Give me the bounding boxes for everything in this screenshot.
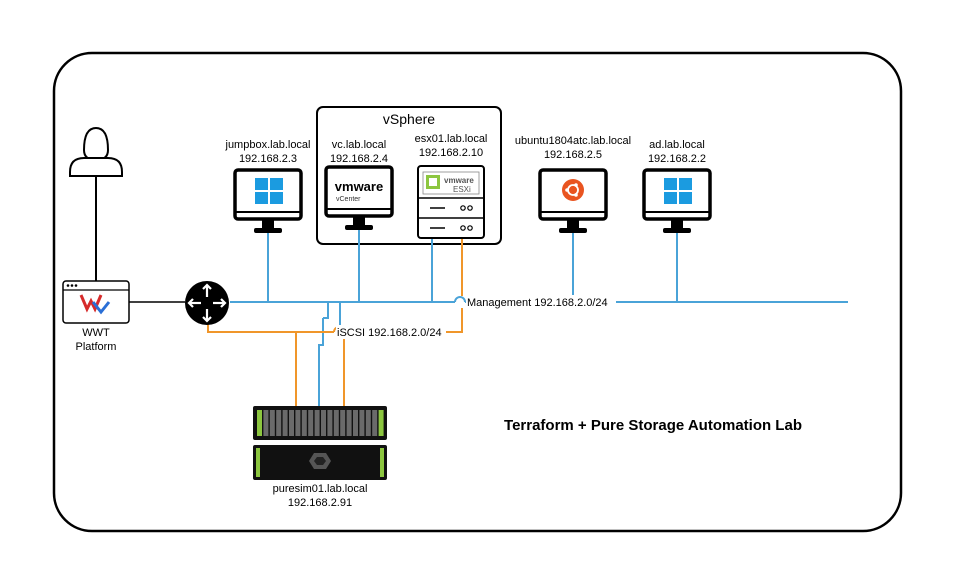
- router-icon: [185, 281, 229, 325]
- drive-bay: [359, 410, 365, 436]
- drive-bay: [340, 410, 346, 436]
- vmware-esxi-icon: vmware ESXi: [422, 171, 480, 195]
- platform-label-line1: WWT: [82, 327, 110, 339]
- pure-name: puresim01.lab.local: [273, 483, 368, 495]
- vsphere-label: vSphere: [383, 111, 435, 127]
- pure-storage-icon: [309, 453, 331, 469]
- ubuntu-monitor: [538, 168, 608, 233]
- jumpbox-ip: 192.168.2.3: [239, 153, 297, 165]
- ubuntu-name: ubuntu1804atc.lab.local: [515, 135, 631, 147]
- drive-bay: [257, 410, 262, 436]
- ad-name: ad.lab.local: [649, 139, 705, 151]
- management-network-lines: [230, 230, 848, 408]
- pure-ip: 192.168.2.91: [288, 497, 352, 509]
- drive-bay: [372, 410, 378, 436]
- drive-bay: [365, 410, 371, 436]
- ad-monitor: [642, 168, 712, 233]
- drive-bay: [289, 410, 294, 436]
- pure-storage-array: [253, 406, 387, 480]
- ubuntu-icon: [562, 179, 584, 201]
- user-icon: [69, 126, 123, 177]
- drive-bay: [295, 410, 301, 436]
- drive-bay: [269, 410, 275, 436]
- esx-server: vmware ESXi: [417, 165, 485, 239]
- platform-label-line2: Platform: [76, 341, 117, 353]
- drive-bay: [327, 410, 333, 436]
- drive-bay: [353, 410, 358, 436]
- drive-bay: [301, 410, 307, 436]
- drive-bay: [346, 410, 352, 436]
- drive-bay: [378, 410, 384, 436]
- svg-text:vmware: vmware: [444, 176, 474, 185]
- esx-ip: 192.168.2.10: [419, 147, 483, 159]
- wwt-platform-icon: [62, 280, 130, 324]
- ubuntu-ip: 192.168.2.5: [544, 149, 602, 161]
- jumpbox-monitor: [233, 168, 303, 233]
- jumpbox-name: jumpbox.lab.local: [225, 139, 311, 151]
- drive-bay: [333, 410, 339, 436]
- drive-bay: [321, 410, 326, 436]
- lab-boundary: [52, 51, 903, 533]
- windows-icon: [664, 178, 692, 204]
- vc-ip: 192.168.2.4: [330, 153, 388, 165]
- drive-bay: [314, 410, 320, 436]
- windows-icon: [255, 178, 283, 204]
- ad-ip: 192.168.2.2: [648, 153, 706, 165]
- esx-name: esx01.lab.local: [415, 133, 488, 145]
- drive-bay: [263, 410, 269, 436]
- vc-name: vc.lab.local: [332, 139, 386, 151]
- svg-text:vmware: vmware: [335, 179, 383, 194]
- diagram-title: Terraform + Pure Storage Automation Lab: [504, 417, 802, 434]
- svg-text:ESXi: ESXi: [453, 185, 471, 194]
- drive-bay: [308, 410, 314, 436]
- drive-bay: [276, 410, 282, 436]
- iscsi-network-label: iSCSI 192.168.2.0/24: [337, 327, 442, 339]
- management-network-label: Management 192.168.2.0/24: [467, 297, 608, 309]
- vmware-vcenter-icon: vmware vCenter: [335, 179, 383, 203]
- vsphere-container: [316, 106, 502, 245]
- vc-monitor: vmware vCenter: [324, 165, 394, 230]
- svg-text:vCenter: vCenter: [336, 196, 361, 203]
- iscsi-network-lines: [207, 238, 463, 408]
- drive-bay: [282, 410, 288, 436]
